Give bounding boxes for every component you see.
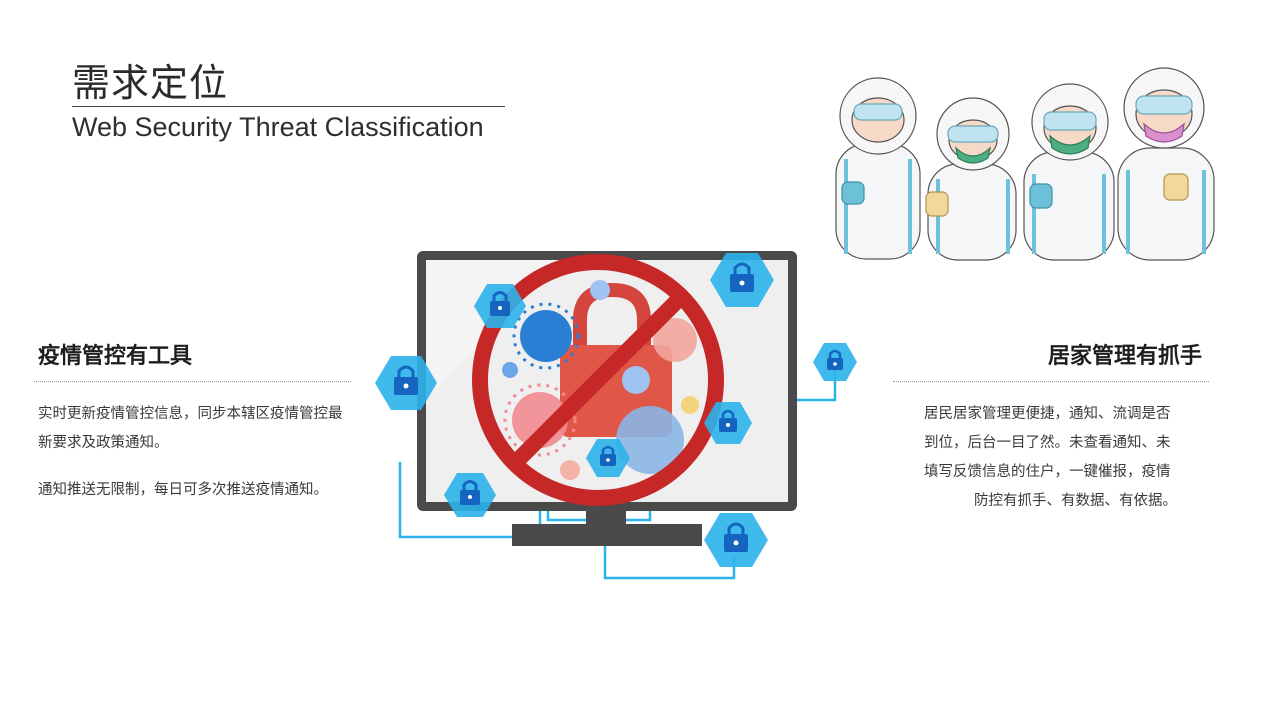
page-title: 需求定位 bbox=[72, 61, 229, 105]
prohibition-sign bbox=[472, 254, 724, 506]
right-heading: 居家管理有抓手 bbox=[1047, 344, 1202, 369]
security-monitor-illustration bbox=[375, 251, 857, 580]
right-divider bbox=[893, 381, 1209, 382]
title-divider bbox=[72, 106, 505, 107]
right-line-2: 到位，后台一目了然。未查看通知、未 bbox=[924, 435, 1171, 451]
left-paragraph-2: 通知推送无限制，每日可多次推送疫情通知。 bbox=[38, 482, 328, 498]
lock-icon bbox=[704, 402, 752, 444]
lock-icon bbox=[474, 284, 526, 328]
worker-3 bbox=[1023, 83, 1115, 261]
right-line-1: 居民居家管理更便捷，通知、流调是否 bbox=[924, 406, 1171, 422]
lock-icon bbox=[710, 253, 774, 307]
worker-4 bbox=[1117, 67, 1215, 261]
right-paragraph: 居民居家管理更便捷，通知、流调是否 到位，后台一目了然。未查看通知、未 填写反馈… bbox=[924, 400, 1200, 516]
lock-icon bbox=[704, 513, 768, 567]
left-paragraph-1: 实时更新疫情管控信息，同步本辖区疫情管控最新要求及政策通知。 bbox=[38, 406, 343, 451]
left-heading: 疫情管控有工具 bbox=[38, 344, 193, 369]
left-divider bbox=[34, 381, 351, 382]
lock-icon bbox=[586, 439, 630, 477]
right-line-3: 填写反馈信息的住户，一键催报，疫情 bbox=[924, 464, 1171, 480]
medical-workers-illustration bbox=[835, 67, 1215, 261]
page-subtitle: Web Security Threat Classification bbox=[72, 112, 484, 142]
lock-icon bbox=[444, 473, 496, 517]
lock-hexagons bbox=[375, 253, 857, 567]
lock-icon bbox=[375, 356, 437, 410]
worker-2 bbox=[925, 97, 1017, 261]
monitor-stand bbox=[512, 524, 702, 546]
lock-icon bbox=[813, 343, 857, 381]
right-line-4: 防控有抓手、有数据、有依据。 bbox=[974, 493, 1177, 509]
monitor-neck bbox=[586, 511, 626, 525]
worker-1 bbox=[835, 77, 921, 260]
